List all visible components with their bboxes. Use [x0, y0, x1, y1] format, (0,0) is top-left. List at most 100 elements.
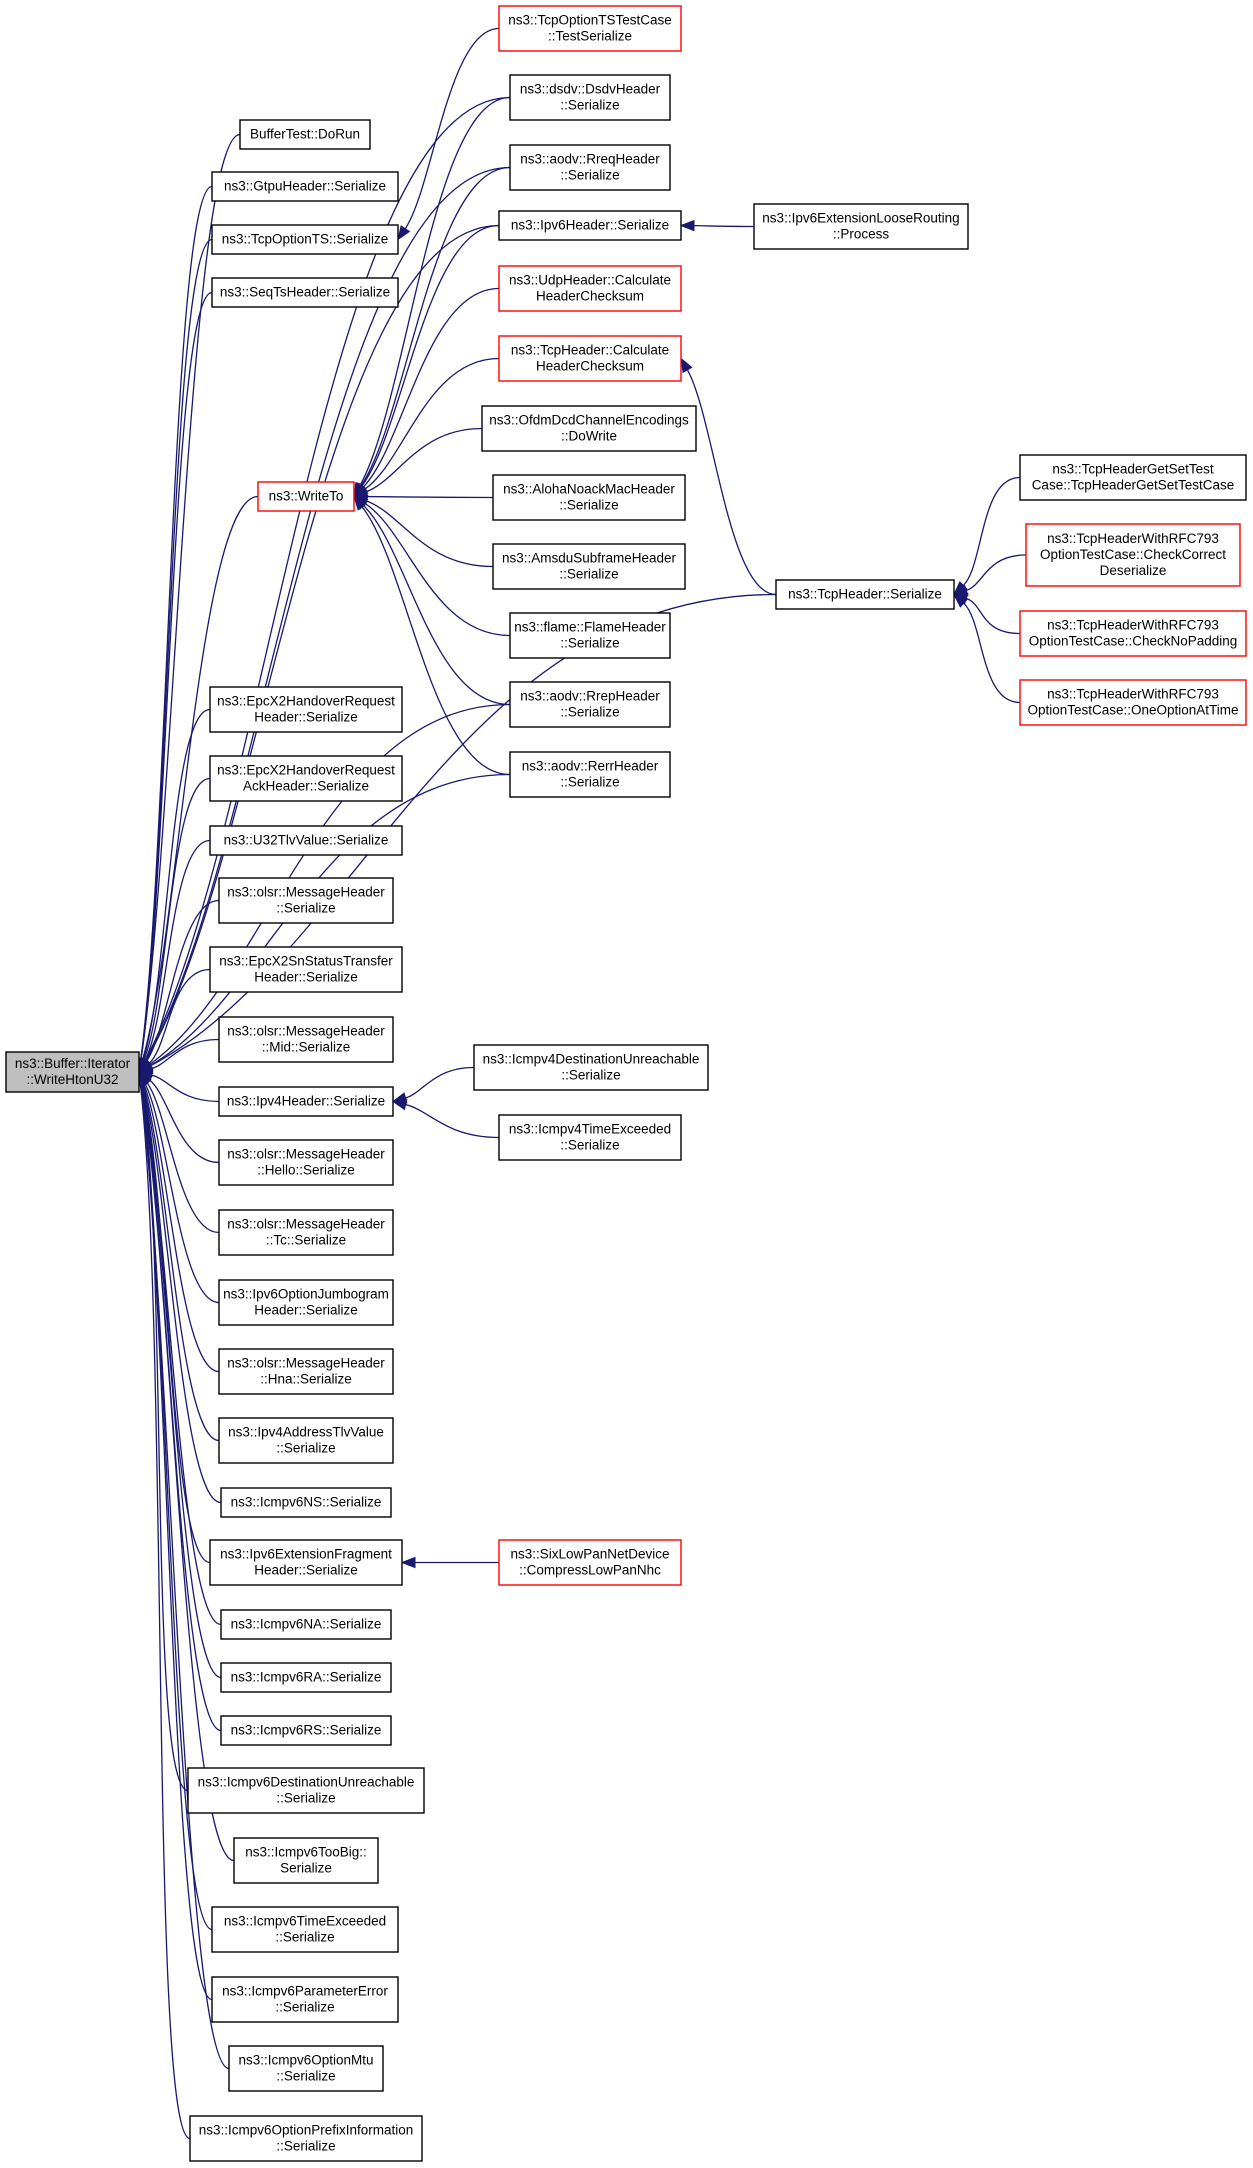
node-olsrhna[interactable]: ns3::olsr::MessageHeader::Hna::Serialize — [218, 1348, 394, 1395]
node-box — [509, 74, 671, 121]
node-rrep[interactable]: ns3::aodv::RrepHeader::Serialize — [509, 681, 671, 728]
edge-arrowhead — [680, 357, 693, 374]
node-seqts[interactable]: ns3::SeqTsHeader::Serialize — [211, 277, 399, 308]
node-box — [220, 1487, 392, 1518]
node-ipv6header[interactable]: ns3::Ipv6Header::Serialize — [498, 210, 682, 241]
edge-line — [361, 224, 500, 487]
edge-line — [362, 287, 500, 488]
node-icmpv6ra[interactable]: ns3::Icmpv6RA::Serialize — [220, 1662, 392, 1693]
node-box — [257, 481, 355, 512]
node-label: HeaderChecksum — [536, 289, 644, 304]
edge-line — [151, 1074, 220, 1103]
edge-line — [143, 1083, 220, 1373]
node-rreq[interactable]: ns3::aodv::RreqHeader::Serialize — [509, 144, 671, 191]
node-tcpgetset[interactable]: ns3::TcpHeaderGetSetTestCase::TcpHeaderG… — [1019, 454, 1247, 501]
node-icmpv4time[interactable]: ns3::Icmpv4TimeExceeded::Serialize — [498, 1114, 682, 1161]
node-box — [1025, 523, 1241, 587]
node-icmpv6param[interactable]: ns3::Icmpv6ParameterError::Serialize — [211, 1976, 399, 2023]
node-label: ns3::Icmpv6TimeExceeded — [224, 1914, 386, 1929]
edge-line — [365, 427, 483, 493]
node-label: ns3::Icmpv4TimeExceeded — [509, 1122, 671, 1137]
node-icmpv6rs[interactable]: ns3::Icmpv6RS::Serialize — [220, 1715, 392, 1746]
node-buffertest[interactable]: BufferTest::DoRun — [239, 119, 371, 150]
node-label: ns3::olsr::MessageHeader — [227, 1147, 385, 1162]
edge-arrowhead — [353, 495, 367, 511]
node-label: Case::TcpHeaderGetSetTestCase — [1032, 478, 1235, 493]
node-box — [1019, 610, 1247, 657]
node-tcpoptionts[interactable]: ns3::TcpOptionTS::Serialize — [211, 224, 399, 255]
node-olsrmsg[interactable]: ns3::olsr::MessageHeader::Serialize — [218, 877, 394, 924]
node-label: ::Serialize — [560, 98, 619, 113]
node-u32tlv[interactable]: ns3::U32TlvValue::Serialize — [209, 825, 403, 856]
node-box — [481, 405, 697, 452]
node-writeto[interactable]: ns3::WriteTo — [257, 481, 355, 512]
node-root[interactable]: ns3::Buffer::Iterator::WriteHtonU32 — [5, 1051, 140, 1093]
edge-line — [140, 1084, 213, 2001]
node-epchandover[interactable]: ns3::EpcX2HandoverRequestHeader::Seriali… — [209, 686, 403, 733]
node-label: ns3::Icmpv6NS::Serialize — [231, 1495, 382, 1510]
node-box — [209, 825, 403, 856]
node-box — [218, 1016, 394, 1063]
node-epcsn[interactable]: ns3::EpcX2SnStatusTransferHeader::Serial… — [209, 946, 403, 993]
edge-line — [145, 224, 500, 1062]
node-box — [239, 119, 371, 150]
node-icmpv6toobig[interactable]: ns3::Icmpv6TooBig::Serialize — [233, 1837, 379, 1884]
node-epchandoverack[interactable]: ns3::EpcX2HandoverRequestAckHeader::Seri… — [209, 755, 403, 802]
node-icmpv6ns[interactable]: ns3::Icmpv6NS::Serialize — [220, 1487, 392, 1518]
node-label: AckHeader::Serialize — [243, 779, 369, 794]
node-label: ::Serialize — [276, 901, 335, 916]
node-label: Header::Serialize — [254, 970, 358, 985]
node-dsdv[interactable]: ns3::dsdv::DsdvHeader::Serialize — [509, 74, 671, 121]
node-icmpv6time[interactable]: ns3::Icmpv6TimeExceeded::Serialize — [211, 1906, 399, 1953]
node-tcprfc1[interactable]: ns3::TcpHeaderWithRFC793OptionTestCase::… — [1025, 523, 1241, 587]
node-gtpu[interactable]: ns3::GtpuHeader::Serialize — [211, 171, 399, 202]
node-tcpheader[interactable]: ns3::TcpHeader::Serialize — [775, 579, 955, 610]
node-rerr[interactable]: ns3::aodv::RerrHeader::Serialize — [509, 751, 671, 798]
edge-line — [404, 27, 500, 230]
node-sixlowpan[interactable]: ns3::SixLowPanNetDevice::CompressLowPanN… — [498, 1539, 682, 1586]
node-ofdm[interactable]: ns3::OfdmDcdChannelEncodings::DoWrite — [481, 405, 697, 452]
edge-line — [140, 291, 213, 1060]
node-box — [233, 1837, 379, 1884]
node-label: ns3::Icmpv6OptionPrefixInformation — [199, 2123, 414, 2138]
node-aloha[interactable]: ns3::AlohaNoackMacHeader::Serialize — [492, 474, 686, 521]
node-icmpv6unreach[interactable]: ns3::Icmpv6DestinationUnreachable::Seria… — [187, 1767, 425, 1814]
node-olsrmid[interactable]: ns3::olsr::MessageHeader::Mid::Serialize — [218, 1016, 394, 1063]
edge-line — [140, 1084, 222, 1679]
node-amsdu[interactable]: ns3::AmsduSubframeHeader::Serialize — [492, 543, 686, 590]
edges-layer — [134, 27, 1027, 2140]
node-label: ns3::TcpOptionTSTestCase — [508, 13, 672, 28]
node-icmpv4unreach[interactable]: ns3::Icmpv4DestinationUnreachable::Seria… — [473, 1044, 709, 1091]
node-icmpv6na[interactable]: ns3::Icmpv6NA::Serialize — [220, 1609, 392, 1640]
node-tcprfc2[interactable]: ns3::TcpHeaderWithRFC793OptionTestCase::… — [1019, 610, 1247, 657]
node-tcprfc3[interactable]: ns3::TcpHeaderWithRFC793OptionTestCase::… — [1019, 679, 1247, 726]
edge-icmpv4time-to-ipv4header — [391, 1099, 500, 1139]
edge-icmpv6param-to-root — [135, 1070, 213, 2001]
node-olsrtc[interactable]: ns3::olsr::MessageHeader::Tc::Serialize — [218, 1209, 394, 1256]
node-box — [498, 335, 682, 382]
node-ipv4header[interactable]: ns3::Ipv4Header::Serialize — [218, 1086, 394, 1117]
node-ipv6frag[interactable]: ns3::Ipv6ExtensionFragmentHeader::Serial… — [209, 1539, 403, 1586]
node-tcpoptiontstest[interactable]: ns3::TcpOptionTSTestCase::TestSerialize — [498, 5, 682, 52]
edge-line — [144, 166, 511, 1062]
edge-line — [148, 968, 211, 1065]
node-label: ns3::AlohaNoackMacHeader — [503, 482, 675, 497]
node-box — [209, 1539, 403, 1586]
node-box — [211, 1906, 399, 1953]
node-ipv4addrtlv[interactable]: ns3::Ipv4AddressTlvValue::Serialize — [218, 1417, 394, 1464]
node-box — [218, 877, 394, 924]
node-ipv6ext[interactable]: ns3::Ipv6ExtensionLooseRouting::Process — [753, 203, 969, 250]
edge-epchandover-to-root — [137, 708, 211, 1074]
node-flame[interactable]: ns3::flame::FlameHeader::Serialize — [509, 612, 671, 659]
node-ipv6jumbo[interactable]: ns3::Ipv6OptionJumbogramHeader::Serializ… — [218, 1279, 394, 1326]
node-label: ns3::Icmpv6NA::Serialize — [231, 1617, 382, 1632]
node-icmpv6mtu[interactable]: ns3::Icmpv6OptionMtu::Serialize — [228, 2045, 384, 2092]
node-label: Header::Serialize — [254, 1563, 358, 1578]
node-label: ns3::Icmpv6DestinationUnreachable — [198, 1775, 415, 1790]
edge-line — [405, 1066, 475, 1099]
node-icmpv6prefix[interactable]: ns3::Icmpv6OptionPrefixInformation::Seri… — [189, 2115, 423, 2162]
node-olsrhello[interactable]: ns3::olsr::MessageHeader::Hello::Seriali… — [218, 1139, 394, 1186]
node-label: ns3::EpcX2SnStatusTransfer — [219, 954, 393, 969]
